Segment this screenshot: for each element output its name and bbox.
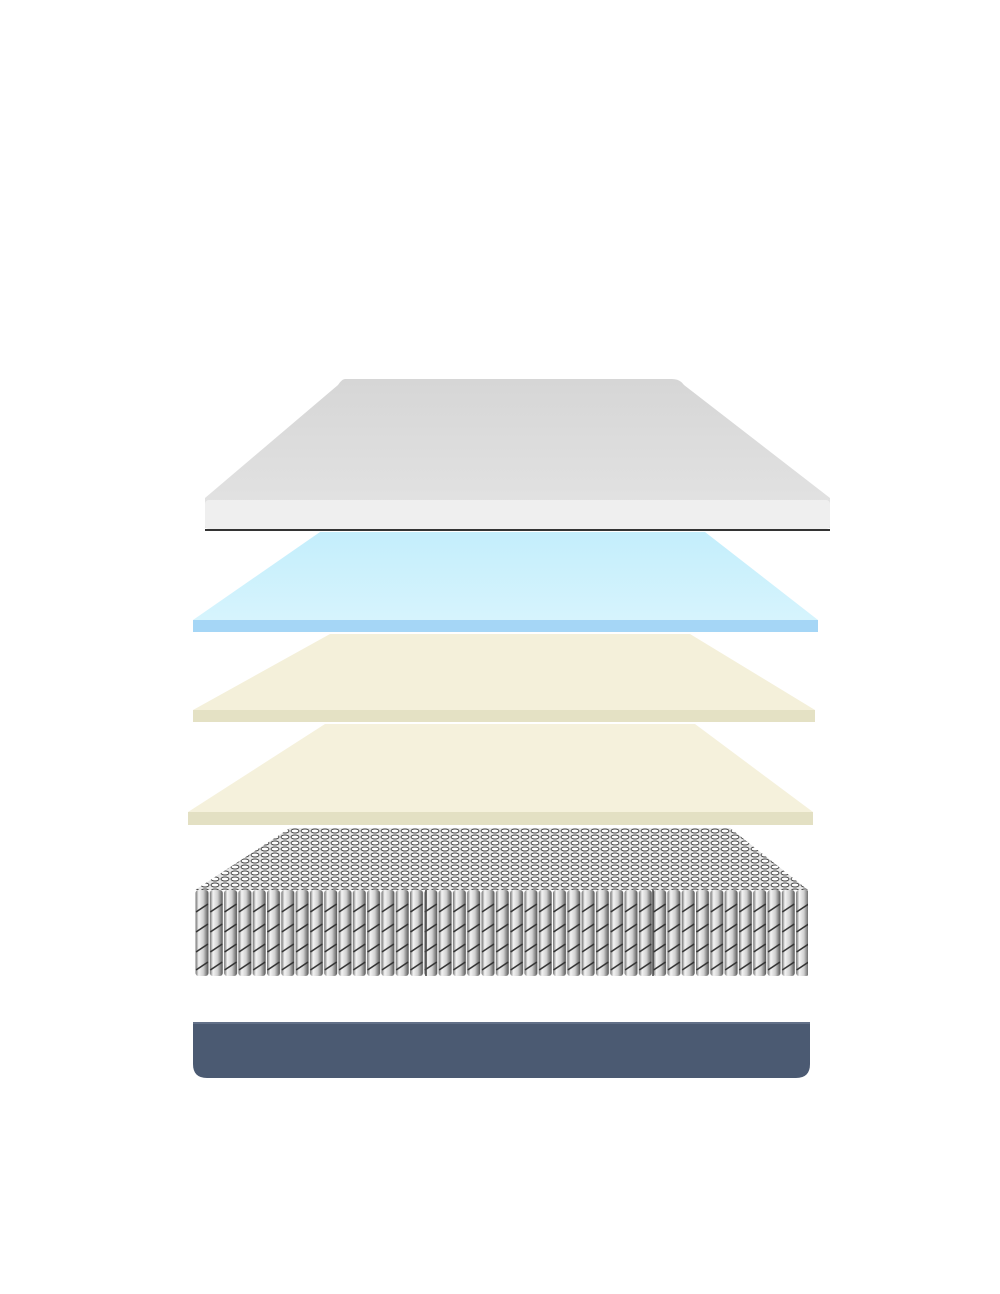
- pocket-spring-layer: [195, 828, 808, 976]
- gel-foam-layer: [193, 532, 818, 632]
- comfort-foam-layer-upper: [193, 634, 815, 722]
- cover-layer: [205, 379, 830, 531]
- comfort-foam-layer-lower: [188, 724, 813, 825]
- base-layer: [193, 1022, 810, 1078]
